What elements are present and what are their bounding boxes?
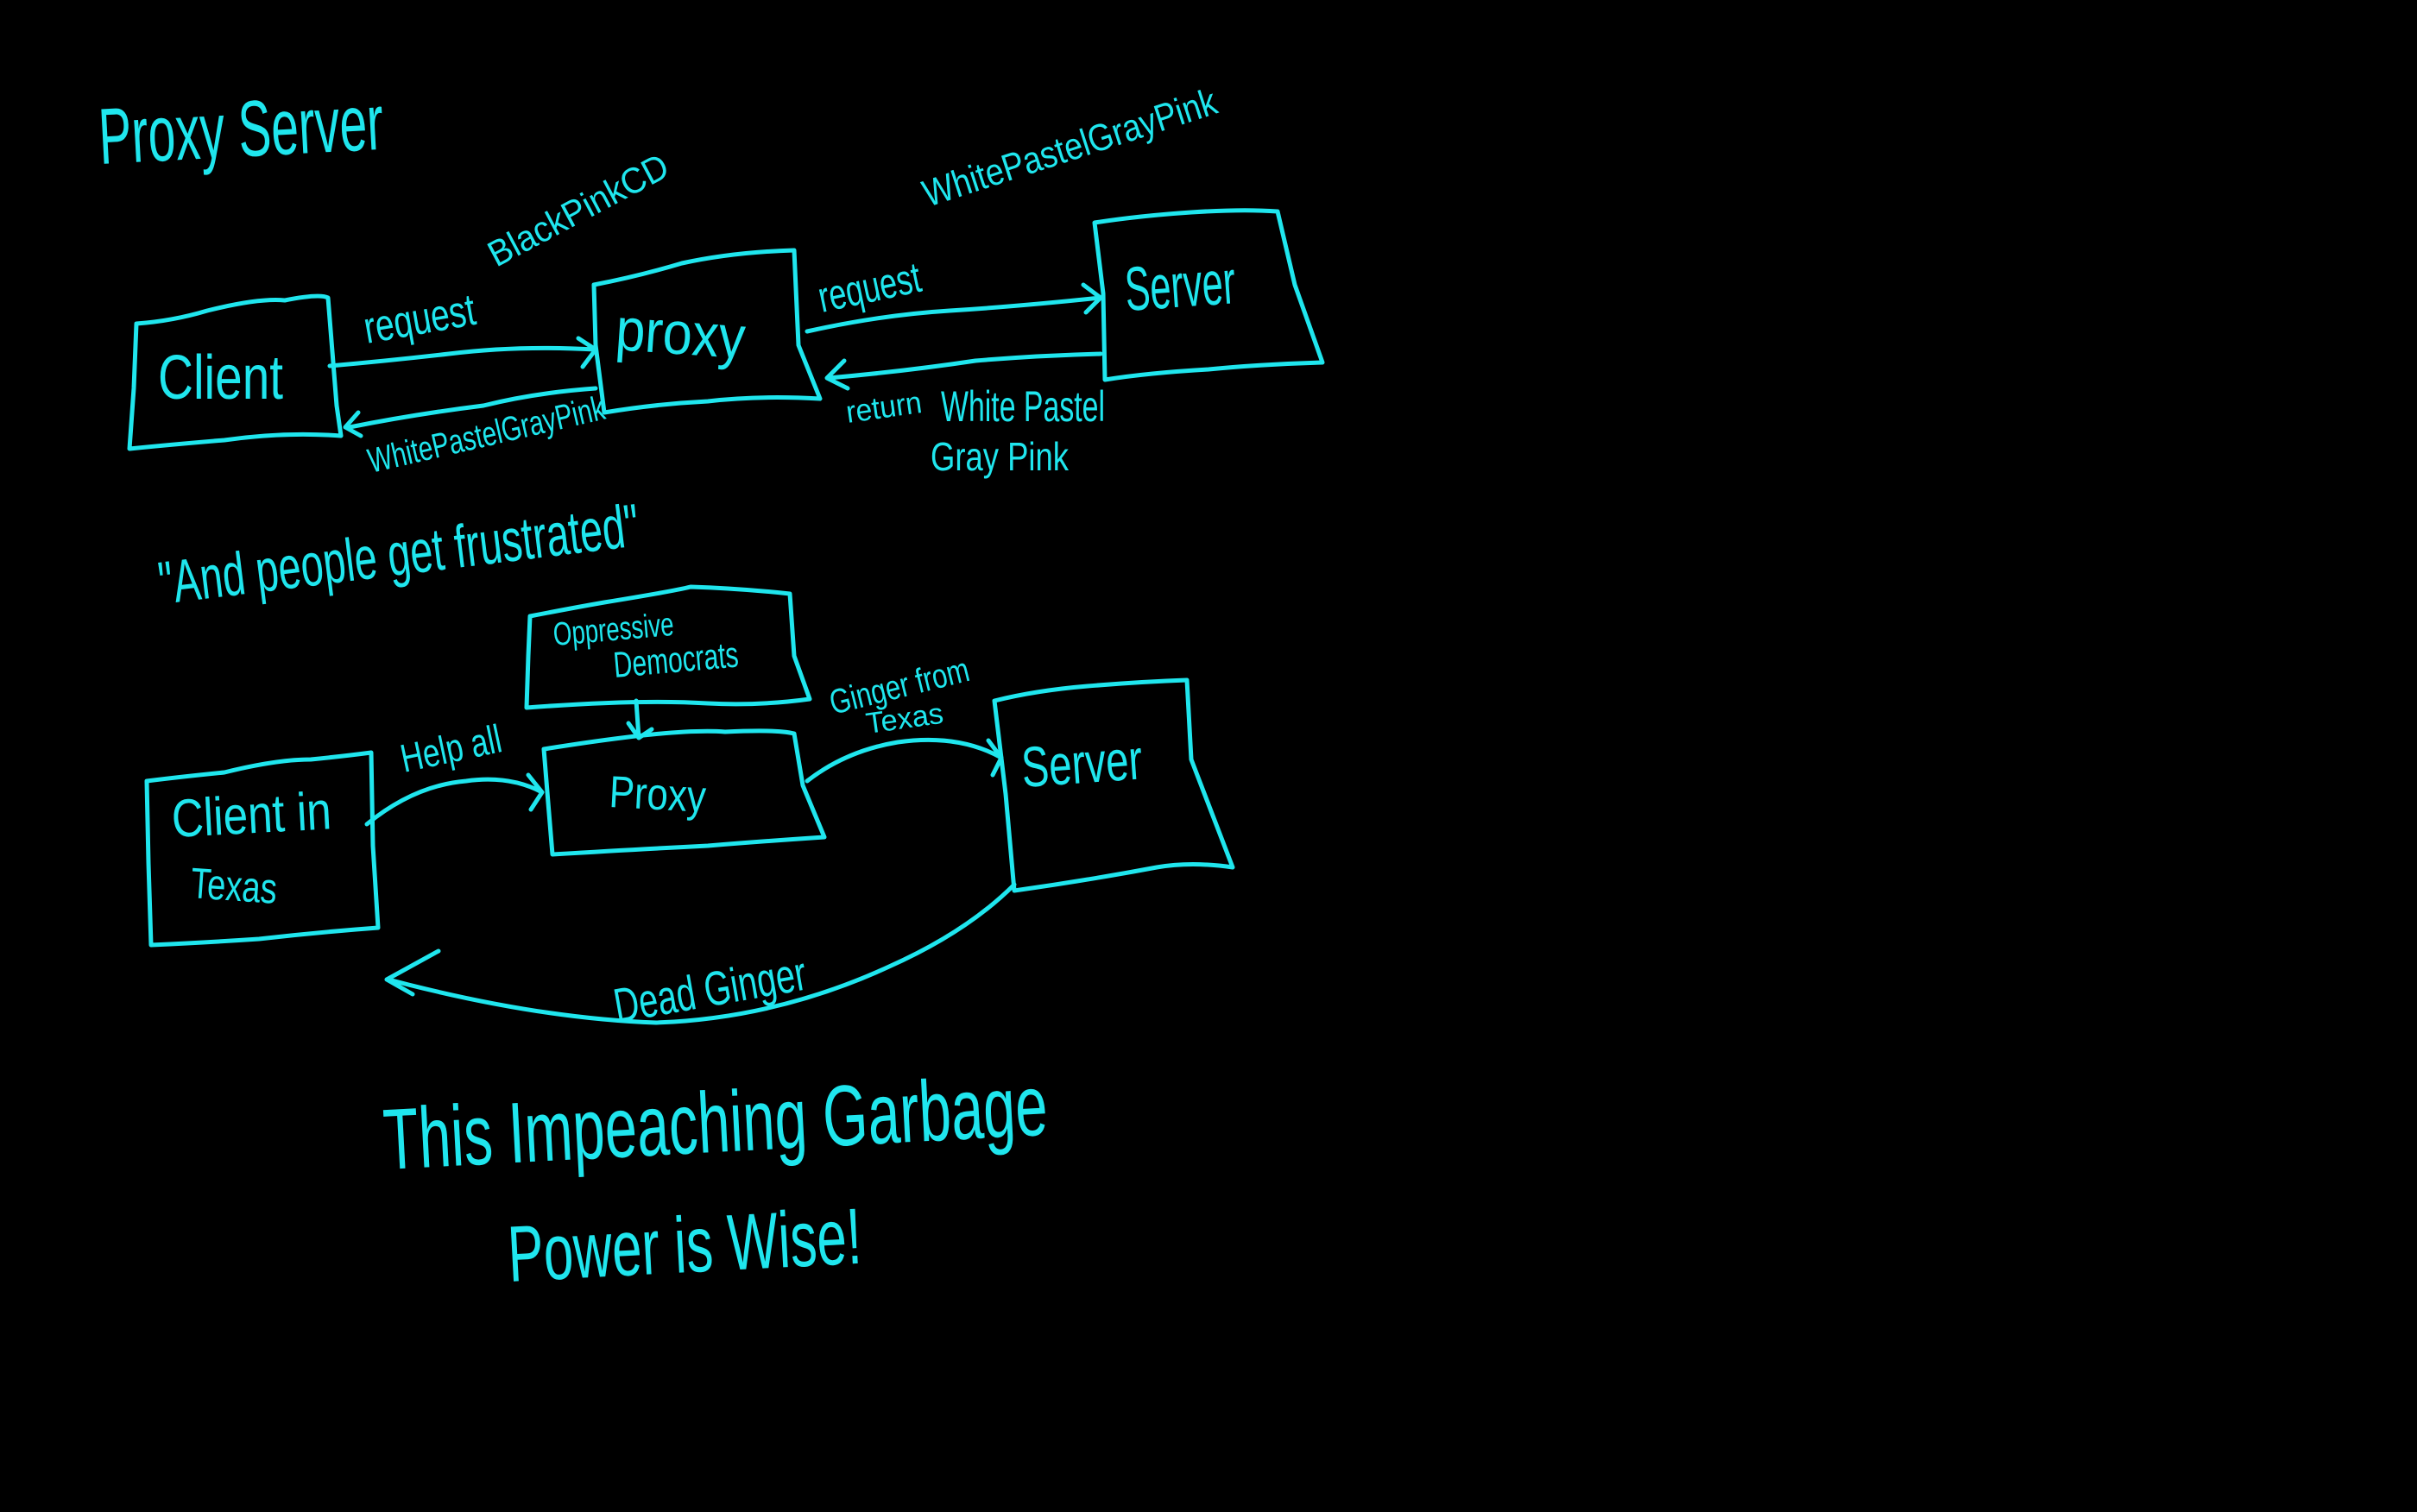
- return-note-line1: White Pastel: [941, 382, 1105, 431]
- client-texas-line1: Client in: [170, 781, 332, 849]
- request-arrow-proxy-to-server: [805, 282, 1103, 334]
- client-texas-line2: Texas: [189, 859, 279, 913]
- client-texas-box: [144, 750, 381, 948]
- server-label: Server: [1123, 248, 1238, 324]
- closing-line2: Power is Wise!: [506, 1193, 864, 1299]
- server2-box: [992, 677, 1235, 893]
- client-label: Client: [158, 343, 283, 413]
- proxy-box: [591, 248, 823, 415]
- proxy2-box: [541, 728, 827, 857]
- return-arrow-proxy-to-client: [343, 386, 598, 438]
- censor-box: [524, 584, 812, 710]
- return-note-line2: Gray Pink: [931, 434, 1070, 479]
- return-arrow-server-to-proxy: [824, 351, 1103, 391]
- title: Proxy Server: [97, 79, 386, 181]
- return-arrow-server-to-client: [384, 882, 1017, 1025]
- help-arrow-client-to-proxy: [364, 772, 545, 827]
- proxy2-label: Proxy: [608, 767, 707, 822]
- proxy-label: proxy: [614, 295, 748, 371]
- request-arrow-client-to-proxy: [327, 336, 598, 369]
- forward-arrow-proxy-to-server: [805, 737, 1004, 784]
- server2-label: Server: [1019, 727, 1145, 799]
- client-box: [127, 293, 344, 451]
- server-box: [1092, 208, 1325, 382]
